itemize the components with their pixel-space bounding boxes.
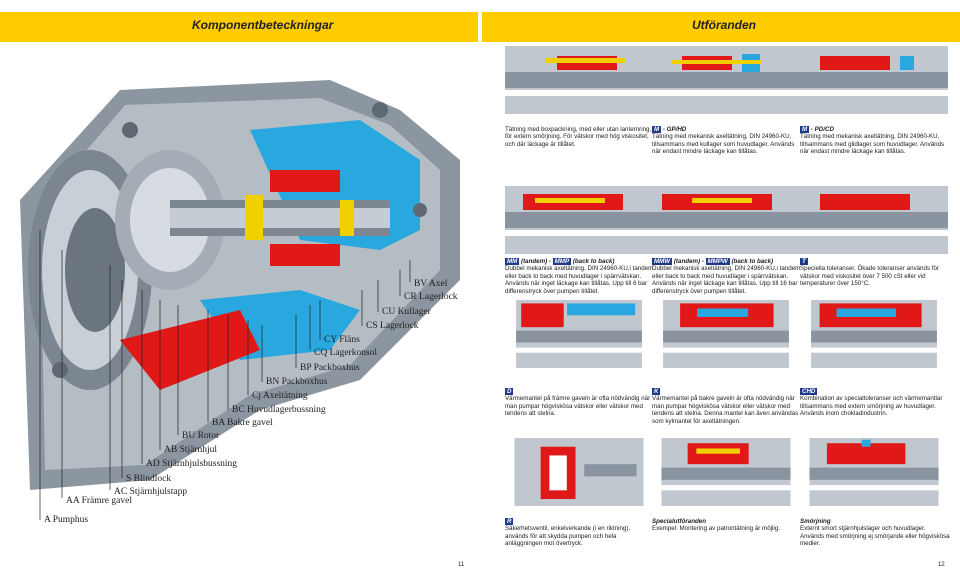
variant-diagram-m-gp-hd	[652, 46, 800, 114]
variant-diagram-r	[514, 438, 644, 506]
variant-code-m: M	[652, 126, 662, 134]
label-bn: BN Packboxhus	[266, 377, 328, 387]
label-cy: CY Fläns	[324, 335, 360, 345]
variant-head-mmpw: (back to back)	[729, 258, 774, 265]
variant-text-m-gp-hd: Tätning med mekanisk axeltätning, DIN 24…	[652, 133, 795, 156]
label-cq: CQ Lagerkonsol	[314, 348, 378, 358]
variant-diagram-chd	[811, 300, 937, 368]
label-a: A Pumphus	[44, 515, 89, 525]
label-s: S Blindlock	[126, 474, 172, 484]
label-cu: CU Kullager	[382, 307, 431, 317]
variant-caption-mmw: MMW (tandem) - MMPW (back to back) Dubbe…	[652, 258, 802, 295]
variant-head-lubrication: Smörjning	[800, 518, 831, 525]
variant-diagram-d	[516, 300, 642, 368]
variant-diagram-mmw	[652, 186, 800, 254]
variant-code-t: T	[800, 258, 808, 266]
variant-code-mm: MM	[505, 258, 520, 266]
variant-text-mm: Dubbel mekanisk axeltätning, DIN 24960-K…	[505, 265, 654, 295]
variant-caption-special: Specialutföranden Exempel: Montering av …	[652, 518, 802, 533]
variant-text-d: Värmemantel på främre gaveln är ofta nöd…	[505, 395, 651, 418]
header-bar-right: Utföranden	[482, 12, 960, 42]
variant-caption-mm: MM (tandem) - MMP (back to back) Dubbel …	[505, 258, 655, 295]
variant-code-m2: M	[800, 126, 810, 134]
variant-head-pd-cd: - PD/CD	[809, 126, 834, 133]
variant-caption-m-gp-hd: M - GP/HD Tätning med mekanisk axeltätni…	[652, 126, 802, 156]
page-number-left: 11	[458, 562, 465, 568]
variant-text-lubrication: Externt smort stjärnhjulslager och huvud…	[800, 525, 950, 548]
variant-head-mmw: (tandem) -	[672, 258, 706, 265]
variant-text-m-pd-cd: Tätning med mekanisk axeltätning, DIN 24…	[800, 133, 945, 156]
header-bar-left: Komponentbeteckningar	[0, 12, 478, 42]
variant-diagram-lubrication	[809, 438, 939, 506]
variant-diagram-k	[663, 300, 789, 368]
variant-caption-r: R Säkerhetsventil, enkelverkande (i en r…	[505, 518, 655, 548]
label-bu: BU Rotor	[182, 431, 220, 441]
variant-text-special: Exempel: Montering av patrontätning är m…	[652, 525, 780, 533]
variant-head-special: Specialutföranden	[652, 518, 706, 525]
variant-diagram-m-pd-cd	[800, 46, 948, 114]
label-ad: AD Stjärnhjulsbussning	[146, 459, 238, 469]
variant-head-gp-hd: - GP/HD	[661, 126, 687, 133]
variant-text-r: Säkerhetsventil, enkelverkande (i en rik…	[505, 525, 631, 548]
label-ba: BA Bakre gavel	[212, 418, 273, 428]
variant-code-d: D	[505, 388, 514, 396]
label-bc: BC Huvudlagerbussning	[232, 405, 326, 415]
label-cr: CR Lagerlock	[404, 292, 458, 302]
label-cs: CS Lagerlock	[366, 321, 419, 331]
variant-caption-packing: Tätning med boxpackning, med eller utan …	[505, 126, 655, 148]
label-bv: BV Axel	[414, 279, 448, 289]
variant-text-packing: Tätning med boxpackning, med eller utan …	[505, 126, 652, 148]
variant-caption-t: T Speciella toleranser. Ökade toleranser…	[800, 258, 950, 288]
variant-text-t: Speciella toleranser. Ökade toleranser a…	[800, 265, 939, 288]
variant-caption-k: K Värmemantel på bakre gaveln är ofta nö…	[652, 388, 802, 425]
variant-diagram-packing	[505, 46, 653, 114]
page-title-right: Utföranden	[692, 18, 756, 32]
variant-caption-lubrication: Smörjning Externt smort stjärnhjulslager…	[800, 518, 950, 548]
variant-text-chd: Kombination av specialtoleranser och vär…	[800, 395, 943, 418]
label-cj: Cj Axeltätning	[252, 391, 308, 401]
variant-code-mmp: MMP	[552, 258, 572, 266]
variant-caption-chd: CHD Kombination av specialtoleranser och…	[800, 388, 950, 418]
variant-diagram-special	[661, 438, 791, 506]
variant-caption-d: D Värmemantel på främre gaveln är ofta n…	[505, 388, 655, 418]
variant-caption-m-pd-cd: M - PD/CD Tätning med mekanisk axeltätni…	[800, 126, 950, 156]
variant-text-k: Värmemantel på bakre gaveln är ofta nödv…	[652, 395, 799, 425]
label-ac: AC Stjärnhjulstapp	[114, 487, 188, 497]
variant-diagram-mm	[505, 186, 653, 254]
variant-code-mmw: MMW	[652, 258, 673, 266]
variant-code-r: R	[505, 518, 514, 526]
variant-head-mm: (tandem) -	[519, 258, 553, 265]
variant-diagram-t	[800, 186, 948, 254]
pump-cutaway-illustration	[20, 80, 460, 520]
page-title-left: Komponentbeteckningar	[192, 18, 334, 32]
variant-code-chd: CHD	[800, 388, 818, 396]
page-number-right: 12	[938, 562, 945, 568]
label-bp: BP Packboxhus	[300, 363, 360, 373]
label-aa: AA Främre gavel	[66, 496, 132, 506]
variant-text-mmw: Dubbel mekanisk axeltätning, DIN 24960-K…	[652, 265, 801, 295]
variant-head-mmp: (back to back)	[571, 258, 615, 265]
variant-code-mmpw: MMPW	[705, 258, 730, 266]
label-ab: AB Stjärnhjul	[164, 445, 218, 455]
variant-code-k: K	[652, 388, 661, 396]
